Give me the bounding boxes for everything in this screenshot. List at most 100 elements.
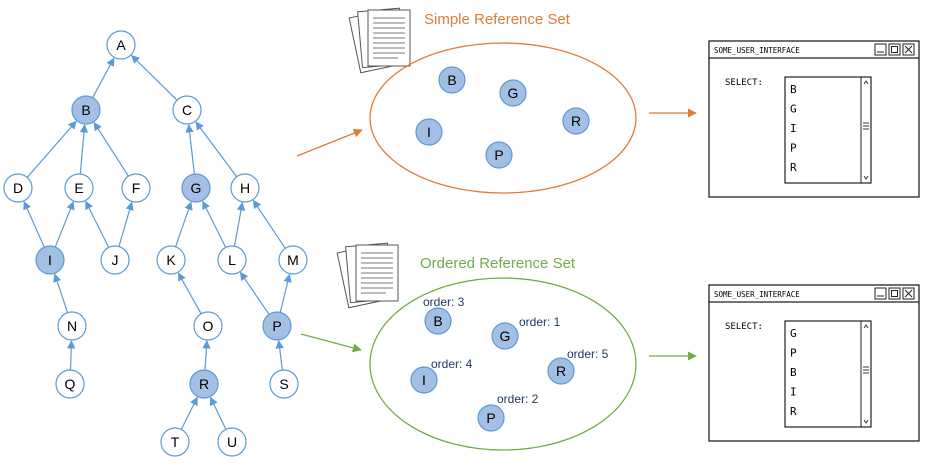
tree-edge-o-k [177, 272, 202, 315]
maximize-button[interactable] [888, 287, 901, 300]
member-circle [491, 322, 519, 350]
tree-node-h: H [230, 173, 260, 203]
simple-member-r: R [562, 107, 590, 135]
tree-node-c: C [172, 95, 202, 125]
tree-node-circle [181, 173, 211, 203]
ordered-member-r: R [547, 357, 575, 385]
tree-edge-j-e [85, 200, 110, 248]
tree-node-circle [55, 369, 85, 399]
ordered-member-b: B [424, 307, 452, 335]
tree-node-circle [64, 173, 94, 203]
tree-edge-n-i [53, 273, 69, 313]
member-circle [547, 357, 575, 385]
scroll-down-icon[interactable] [863, 175, 869, 180]
tree-edge-i-e [54, 201, 75, 248]
tree-node-circle [156, 245, 186, 275]
tree-node-p: P [262, 311, 292, 341]
tree-edge-l-h [233, 201, 246, 247]
window-title: SOME_USER_INTERFACE [714, 290, 800, 299]
member-circle [562, 107, 590, 135]
ordered-member-g: G [491, 322, 519, 350]
listbox-option[interactable]: B [790, 366, 797, 379]
tree-node-circle [189, 369, 219, 399]
tree-node-s: S [269, 369, 299, 399]
tree-edges [23, 54, 292, 430]
tree-node-f: F [121, 173, 151, 203]
tree-node-circle [278, 245, 308, 275]
listbox-option[interactable]: I [790, 122, 797, 135]
tree-node-label: E [74, 180, 83, 196]
tree-edge-u-r [209, 396, 227, 430]
close-button[interactable] [902, 287, 915, 300]
simple-member-i: I [415, 118, 443, 146]
close-button[interactable] [902, 43, 915, 56]
tree-node-label: A [116, 37, 126, 53]
member-label: G [508, 85, 519, 101]
listbox-option[interactable]: G [790, 103, 797, 116]
member-label: I [427, 124, 431, 140]
order-label-g: order: 1 [519, 315, 561, 329]
tree-edge-h-c [195, 121, 238, 178]
scroll-up-icon[interactable] [863, 80, 869, 85]
member-label: P [486, 410, 495, 426]
tree-node-circle [3, 173, 33, 203]
tree-edge-d-b [26, 120, 77, 178]
tree-node-label: S [279, 376, 288, 392]
tree-node-circle [35, 245, 65, 275]
scroll-down-icon[interactable] [863, 419, 869, 424]
tree-node-label: C [182, 102, 192, 118]
member-label: G [500, 328, 511, 344]
member-label: R [556, 363, 566, 379]
minimize-button[interactable] [874, 43, 887, 56]
tree-edge-e-b [79, 124, 89, 175]
tree-node-circle [160, 427, 190, 457]
tree-node-j: J [100, 245, 130, 275]
maximize-button[interactable] [888, 43, 901, 56]
tree-node-circle [57, 311, 87, 341]
tree-node-label: L [228, 252, 236, 268]
tree-node-circle [269, 369, 299, 399]
listbox-option[interactable]: I [790, 386, 797, 399]
minimize-button[interactable] [874, 287, 887, 300]
member-circle [477, 404, 505, 432]
window-title: SOME_USER_INTERFACE [714, 46, 800, 55]
tree-node-a: A [106, 30, 136, 60]
tree-node-b: B [71, 95, 101, 125]
document-stack-icon [336, 242, 399, 309]
listbox-scrollbar[interactable] [860, 321, 869, 427]
listbox-option[interactable]: P [790, 347, 797, 360]
ordered-member-p: P [477, 404, 505, 432]
tree-node-label: R [199, 376, 209, 392]
listbox-option[interactable]: R [790, 161, 797, 174]
tree-node-u: U [217, 427, 247, 457]
tree-node-circle [262, 311, 292, 341]
tree-node-k: K [156, 245, 186, 275]
scroll-up-icon[interactable] [863, 324, 869, 329]
tree-node-circle [217, 427, 247, 457]
listbox-option[interactable]: P [790, 142, 797, 155]
member-circle [424, 307, 452, 335]
tree-node-t: T [160, 427, 190, 457]
tree-node-label: F [132, 180, 141, 196]
tree-node-label: K [166, 252, 176, 268]
tree-node-label: Q [65, 376, 76, 392]
listbox-option[interactable]: R [790, 405, 797, 418]
simple-set-title: Simple Reference Set [424, 11, 571, 28]
tree-node-label: J [112, 252, 119, 268]
simple-set-ellipse [369, 42, 637, 194]
tree-edge-f-b [93, 121, 129, 177]
listbox-option[interactable]: G [790, 327, 797, 340]
listbox-scrollbar[interactable] [860, 77, 869, 183]
ui-mockups: SOME_USER_INTERFACESELECT:BGIPRSOME_USER… [708, 40, 920, 442]
tree-edge-m-h [252, 199, 286, 249]
member-label: B [447, 72, 456, 88]
listbox-option[interactable]: B [790, 83, 797, 96]
member-circle [499, 79, 527, 107]
tree-node-circle [121, 173, 151, 203]
